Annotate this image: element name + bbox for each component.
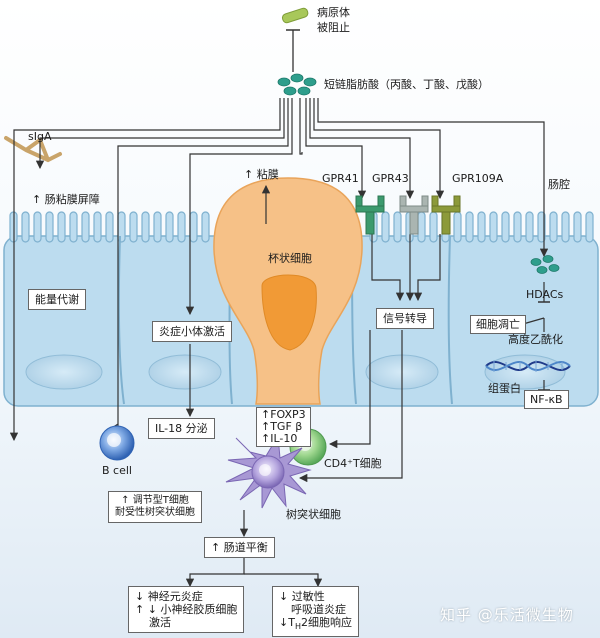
microvillus — [189, 211, 198, 243]
gpr43-label: GPR43 — [372, 172, 409, 185]
microvillus — [417, 211, 426, 243]
microvillus — [45, 211, 54, 243]
allergy-outcome-box: ↓ 过敏性 呼吸道炎症 ↓TH2细胞响应 — [272, 586, 359, 638]
treg-label-2: 耐受性树突状细胞 — [115, 507, 195, 518]
gpr41-label: GPR41 — [322, 172, 359, 185]
gpr109a-label: GPR109A — [452, 172, 504, 185]
neuro-outcome-line-1: ↓ 神经元炎症 — [135, 590, 203, 603]
dendritic-cell-icon — [225, 434, 312, 509]
pathogen-blocked-label-1: 病原体 — [317, 6, 350, 19]
microvillus — [489, 211, 498, 243]
dna-helix-icon — [485, 360, 571, 372]
microvillus — [105, 211, 114, 243]
homeostasis-box: ↑ 肠道平衡 — [204, 537, 275, 558]
gpr43-receptor-icon — [399, 195, 429, 235]
apoptosis-box: 细胞凋亡 — [470, 315, 526, 334]
microvillus — [93, 211, 102, 243]
treg-label-1: ↑ 调节型T细胞 — [121, 495, 189, 506]
b-cell-label: B cell — [102, 464, 132, 477]
microvillus — [381, 211, 390, 243]
pathogen-icon — [281, 7, 309, 24]
th2-prefix: ↓T — [279, 616, 295, 629]
neuro-outcome-box: ↓ 神经元炎症 ↑ ↓ 小神经胶质细胞 激活 — [128, 586, 245, 633]
cd4-t-cell-label: CD4⁺T细胞 — [324, 457, 382, 470]
microvillus — [141, 211, 150, 243]
mucosal-barrier-label: ↑ 肠粘膜屏障 — [32, 193, 100, 206]
microvillus — [513, 211, 522, 243]
th2-subscript: H — [294, 622, 301, 632]
microvillus — [561, 211, 570, 243]
goblet-cell — [213, 177, 363, 405]
neuro-outcome-line-2: ↑ ↓ 小神经胶质细胞 — [135, 603, 238, 616]
microvillus — [501, 211, 510, 243]
allergy-outcome-line-3: ↓TH2细胞响应 — [279, 616, 352, 633]
lumen-label: 肠腔 — [548, 178, 570, 191]
microvillus — [429, 211, 438, 243]
microvillus — [177, 211, 186, 243]
microvillus — [465, 211, 474, 243]
siga-label: sIgA — [28, 130, 52, 143]
gpr41-receptor-icon — [355, 195, 385, 235]
allergy-outcome-line-1: ↓ 过敏性 — [279, 590, 325, 603]
microvillus — [453, 211, 462, 243]
microvillus — [165, 211, 174, 243]
foxp3-label: ↑FOXP3 — [261, 408, 306, 421]
microvillus — [81, 211, 90, 243]
dendritic-cell-label: 树突状细胞 — [286, 508, 341, 521]
microvillus — [525, 211, 534, 243]
signal-transduction-box: 信号转导 — [376, 308, 434, 329]
microvillus — [549, 211, 558, 243]
acetylation-label: 高度乙酰化 — [508, 333, 563, 346]
microvillus — [33, 211, 42, 243]
microvillus — [573, 211, 582, 243]
neuro-outcome-line-3: 激活 — [149, 616, 171, 629]
mucus-label: ↑ 粘膜 — [244, 168, 279, 181]
nfkb-box: NF-κB — [524, 390, 569, 409]
microvillus — [69, 211, 78, 243]
siga-antibody-icon — [4, 136, 62, 163]
microvillus — [201, 211, 210, 243]
inflammasome-box: 炎症小体激活 — [152, 321, 232, 342]
pathogen-blocked-label-2: 被阻止 — [317, 21, 350, 34]
scfa-label: 短链脂肪酸（丙酸、丁酸、戊酸） — [324, 78, 489, 91]
histone-label: 组蛋白 — [488, 382, 521, 395]
microvillus — [21, 211, 30, 243]
microvillus — [153, 211, 162, 243]
watermark: 知乎 @乐活微生物 — [440, 606, 574, 624]
microvillus — [537, 211, 546, 243]
hdacs-label: HDACs — [526, 288, 564, 301]
microvillus — [585, 211, 594, 243]
gpr109a-receptor-icon — [431, 195, 461, 235]
th2-suffix: 2细胞响应 — [300, 616, 352, 629]
il10-label: ↑IL-10 — [261, 432, 298, 445]
hdac-molecules-icon — [530, 255, 560, 274]
scfa-molecules-icon — [277, 73, 317, 96]
treg-box: ↑ 调节型T细胞 耐受性树突状细胞 — [108, 491, 202, 523]
allergy-outcome-line-2: 呼吸道炎症 — [291, 603, 346, 616]
microvillus — [57, 211, 66, 243]
il18-box: IL-18 分泌 — [148, 418, 215, 439]
tgfb-label: ↑TGF β — [261, 420, 303, 433]
cytokine-box: ↑FOXP3 ↑TGF β ↑IL-10 — [256, 407, 311, 447]
b-cell-icon — [99, 425, 135, 461]
energy-metabolism-box: 能量代谢 — [28, 289, 86, 310]
microvillus — [477, 211, 486, 243]
goblet-cell-label: 杯状细胞 — [268, 252, 312, 265]
microvillus — [129, 211, 138, 243]
microvillus — [393, 211, 402, 243]
